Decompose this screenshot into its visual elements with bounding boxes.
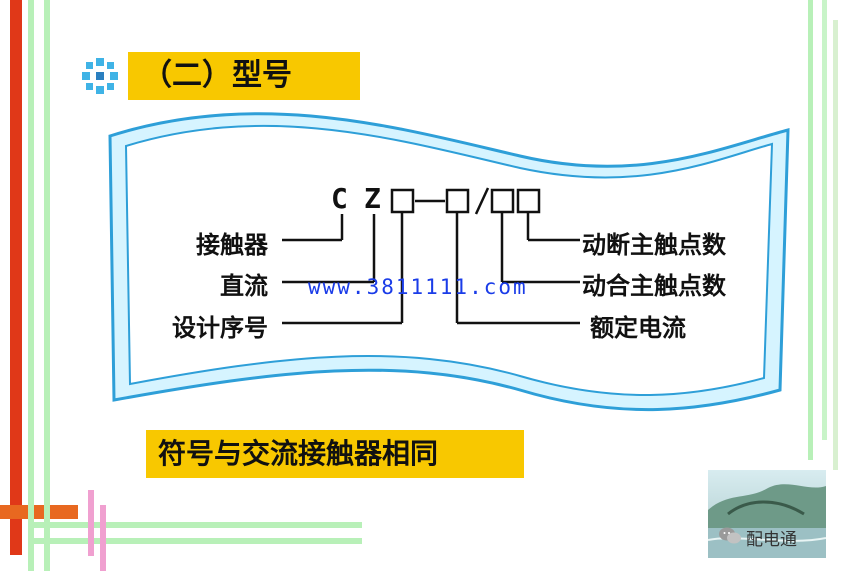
brand-name: 配电通 (746, 530, 797, 550)
pink-bar-1 (88, 490, 94, 556)
code-box-make-count (490, 188, 515, 214)
right-green-bar-3 (833, 20, 838, 470)
code-box-rated-current (445, 188, 470, 214)
left-green-bar-2 (44, 0, 50, 571)
left-orange-bar (0, 505, 78, 519)
label-moving-break-count: 动断主触点数 (582, 231, 726, 259)
flower-bullet-icon (82, 58, 118, 94)
right-green-bar-1 (808, 0, 813, 460)
label-design-seq: 设计序号 (172, 314, 268, 342)
note-text: 符号与交流接触器相同 (146, 430, 524, 478)
code-box-design-seq (390, 188, 415, 214)
landscape-thumbnail (708, 470, 826, 558)
left-red-bar (10, 0, 22, 555)
code-letter-c: C (331, 182, 348, 215)
label-moving-make-count: 动合主触点数 (582, 272, 726, 300)
brand-chat-icon (719, 527, 741, 544)
code-letter-z: Z (364, 182, 381, 215)
watermark-url: www.3811111.com (308, 275, 528, 299)
bottom-green-bar-2 (30, 538, 362, 544)
page-title: （二）型号 (128, 52, 360, 100)
label-rated-current: 额定电流 (590, 314, 686, 342)
code-box-break-count (516, 188, 541, 214)
left-green-bar-1 (28, 0, 34, 571)
wavy-banner (108, 112, 790, 412)
pink-bar-2 (100, 505, 106, 571)
right-green-bar-2 (822, 0, 827, 440)
bottom-green-bar-1 (30, 522, 362, 528)
label-dc: 直流 (220, 272, 268, 300)
label-contactor: 接触器 (196, 231, 268, 259)
